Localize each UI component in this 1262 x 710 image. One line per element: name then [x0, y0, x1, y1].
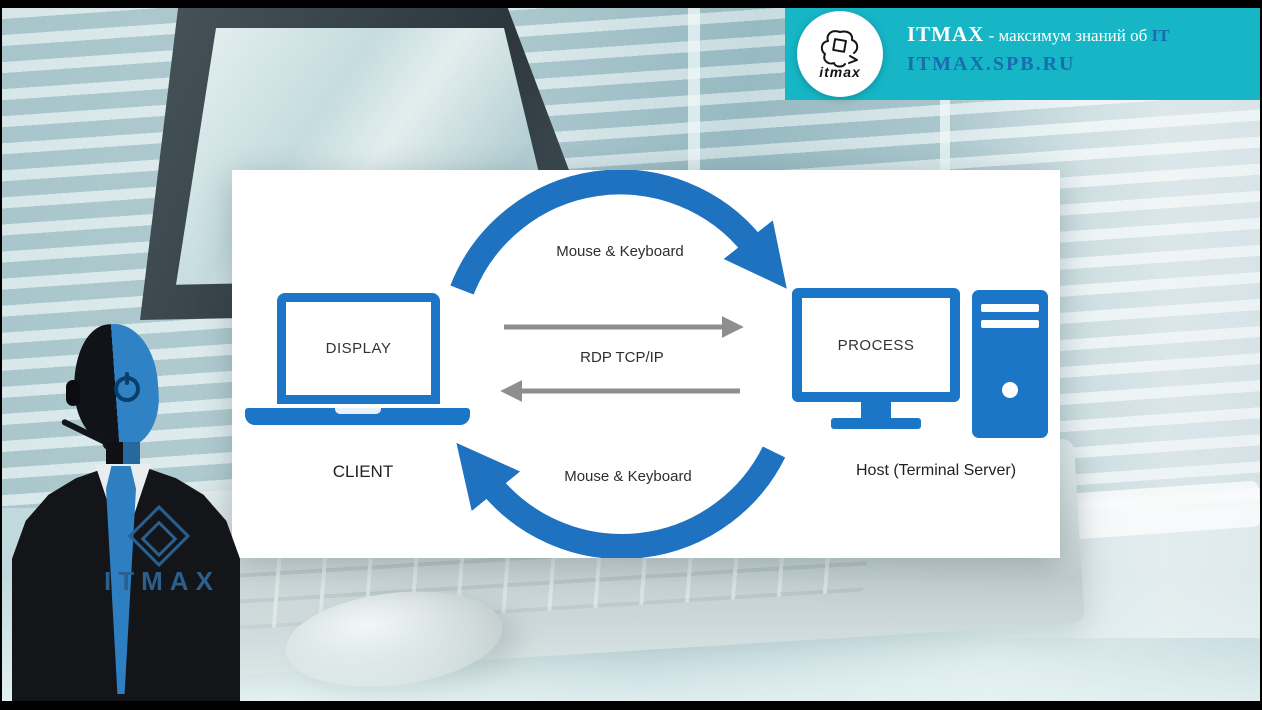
- mascot-brand-text: ITMAX: [104, 566, 220, 596]
- flow-arrows: [450, 170, 787, 558]
- banner-url: ITMAX.SPB.RU: [907, 53, 1076, 75]
- monitor-base: [831, 418, 921, 429]
- banner-text: ITMAX - максимум знаний об IT ITMAX.SPB.…: [907, 22, 1170, 76]
- headset-icon: [66, 380, 80, 406]
- diagram-panel: Mouse & Keyboard RDP TCP/IP Mouse & Keyb…: [232, 170, 1060, 558]
- banner-tagline-accent: IT: [1151, 26, 1170, 45]
- host-caption: Host (Terminal Server): [855, 462, 1017, 479]
- bottom-flow-label: Mouse & Keyboard: [564, 468, 692, 485]
- tower-power-button-icon: [1002, 382, 1018, 398]
- host-monitor-icon: PROCESS: [792, 288, 960, 402]
- cycle-arrow-bottom-icon: [456, 442, 786, 558]
- banner-brand: ITMAX: [907, 22, 985, 46]
- frame-content: itmax ITMAX - максимум знаний об IT ITMA…: [2, 8, 1260, 701]
- banner-tagline: ITMAX - максимум знаний об IT: [907, 22, 1170, 47]
- monitor-stand: [861, 402, 891, 418]
- protocol-label: RDP TCP/IP: [580, 349, 664, 366]
- tower-drive-slot: [981, 304, 1039, 312]
- cycle-arrow-top-icon: [450, 170, 787, 295]
- banner-tagline-text: максимум знаний об: [998, 26, 1152, 45]
- client-laptop-icon: DISPLAY: [277, 293, 440, 404]
- client-caption: CLIENT: [332, 462, 394, 481]
- logo-scribble-icon: [820, 30, 859, 68]
- tower-drive-slot: [981, 320, 1039, 328]
- logo-wordmark: itmax: [819, 64, 861, 80]
- window-frame-bar: [688, 8, 700, 170]
- power-icon: [114, 372, 140, 402]
- brand-banner: itmax ITMAX - максимум знаний об IT ITMA…: [785, 8, 1260, 100]
- letterbox-bottom: [0, 701, 1262, 710]
- itmax-logo-badge: itmax: [797, 11, 883, 97]
- mascot-figure: ITMAX: [10, 318, 242, 701]
- top-flow-label: Mouse & Keyboard: [556, 243, 684, 260]
- host-tower-icon: [972, 290, 1048, 438]
- client-laptop-base: [245, 408, 470, 425]
- host-screen-label: PROCESS: [837, 336, 915, 354]
- client-screen-label: DISPLAY: [325, 340, 392, 357]
- letterbox-top: [0, 0, 1262, 8]
- banner-separator: -: [984, 26, 999, 45]
